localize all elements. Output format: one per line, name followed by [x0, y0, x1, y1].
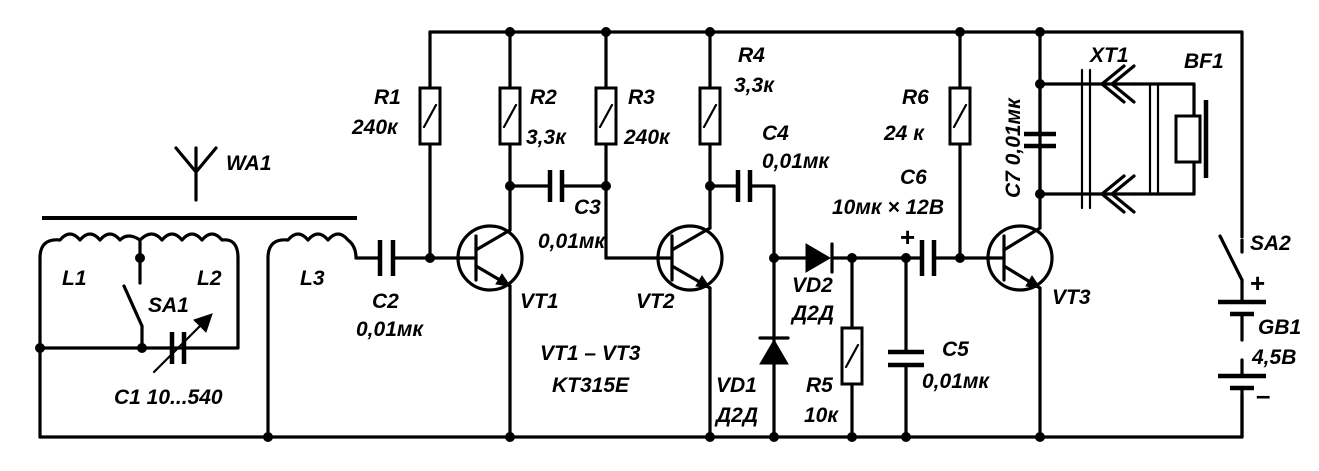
r2-name: R2: [530, 86, 557, 109]
r3-value: 240к: [623, 126, 671, 149]
capacitor-c2: C2 0,01мк: [356, 240, 462, 341]
r5-name: R5: [806, 374, 833, 397]
capacitor-c3: C3 0,01мк: [508, 170, 608, 253]
gb1-value: 4,5В: [1251, 346, 1296, 369]
wa1-label: WA1: [226, 152, 272, 175]
diode-vd2: VD2 Д2Д: [772, 242, 922, 325]
resistor-r3: R3 240к: [594, 30, 671, 260]
resistor-r2: R2 3,3к: [498, 86, 567, 149]
c4-value: 0,01мк: [762, 150, 830, 173]
gb1-name: GB1: [1258, 316, 1301, 339]
gb1-plus-sign: +: [1250, 268, 1265, 298]
c6-name: C6: [900, 166, 927, 189]
battery-gb1: + GB1 4,5В –: [1218, 268, 1301, 439]
diode-vd1: VD1 Д2Д: [714, 336, 790, 427]
c6-plus-sign: +: [900, 222, 915, 252]
transistor-range-label: VT1 – VT3: [540, 342, 641, 365]
r3-name: R3: [628, 86, 655, 109]
switch-sa1: SA1: [122, 256, 189, 350]
c1-label: C1 10...540: [114, 386, 223, 409]
r1-value: 240к: [351, 116, 399, 139]
top-supply-rail: [428, 30, 1244, 242]
transistor-vt1: VT1: [456, 224, 559, 313]
c5-value: 0,01мк: [922, 370, 990, 393]
switch-sa2: SA2: [1218, 232, 1291, 302]
r6-value: 24 к: [883, 122, 925, 145]
c7-label: C7 0,01мк: [1002, 97, 1025, 198]
r6-name: R6: [902, 86, 929, 109]
r5-value: 10к: [804, 404, 839, 427]
r4-name: R4: [738, 44, 765, 67]
l1-label: L1: [62, 267, 87, 290]
resistor-r5: R5 10к: [804, 256, 864, 439]
c5-name: C5: [942, 338, 969, 361]
vd1-name: VD1: [716, 374, 757, 397]
c3-name: C3: [574, 196, 601, 219]
vd1-value: Д2Д: [714, 404, 758, 427]
c6-value: 10мк × 12В: [832, 196, 944, 219]
capacitor-c4: C4 0,01мк: [708, 122, 830, 439]
connector-xt1: XT1: [1038, 44, 1136, 214]
c4-name: C4: [762, 122, 789, 145]
transistor-vt3: VT3: [986, 224, 1091, 309]
coil-l3: L3: [266, 232, 380, 439]
transistor-vt2: VT2: [636, 224, 724, 313]
bf1-label: BF1: [1184, 50, 1224, 73]
l2-label: L2: [197, 267, 222, 290]
vt3-label: VT3: [1052, 286, 1091, 309]
resistor-r1: R1 240к: [351, 30, 442, 260]
gb1-minus-sign: –: [1256, 380, 1270, 410]
capacitor-c5: C5 0,01мк: [888, 256, 990, 439]
r1-name: R1: [374, 86, 401, 109]
coil-l1: L1: [38, 232, 142, 290]
sa2-label: SA2: [1250, 232, 1291, 255]
c2-value: 0,01мк: [356, 318, 424, 341]
capacitor-c7: C7 0,01мк: [1002, 82, 1056, 198]
antenna-wa1: WA1: [174, 146, 272, 202]
variable-capacitor-c1: C1 10...540: [114, 313, 223, 409]
resistor-r6: R6 24 к: [883, 30, 972, 260]
coil-l2: L2: [138, 232, 240, 290]
xt1-label: XT1: [1089, 44, 1129, 67]
sa1-label: SA1: [148, 294, 189, 317]
r4-value: 3,3к: [734, 74, 775, 97]
transistor-type-label: KT315E: [552, 374, 630, 397]
vd2-name: VD2: [792, 274, 833, 297]
r2-value: 3,3к: [526, 126, 567, 149]
l3-label: L3: [300, 267, 325, 290]
c2-name: C2: [372, 290, 399, 313]
c3-value: 0,01мк: [538, 230, 606, 253]
vt1-label: VT1: [520, 290, 559, 313]
vt2-label: VT2: [636, 290, 675, 313]
resistor-r4: R4 3,3к: [698, 44, 775, 146]
vd2-value: Д2Д: [790, 302, 834, 325]
earphone-bf1: BF1: [1132, 50, 1224, 196]
